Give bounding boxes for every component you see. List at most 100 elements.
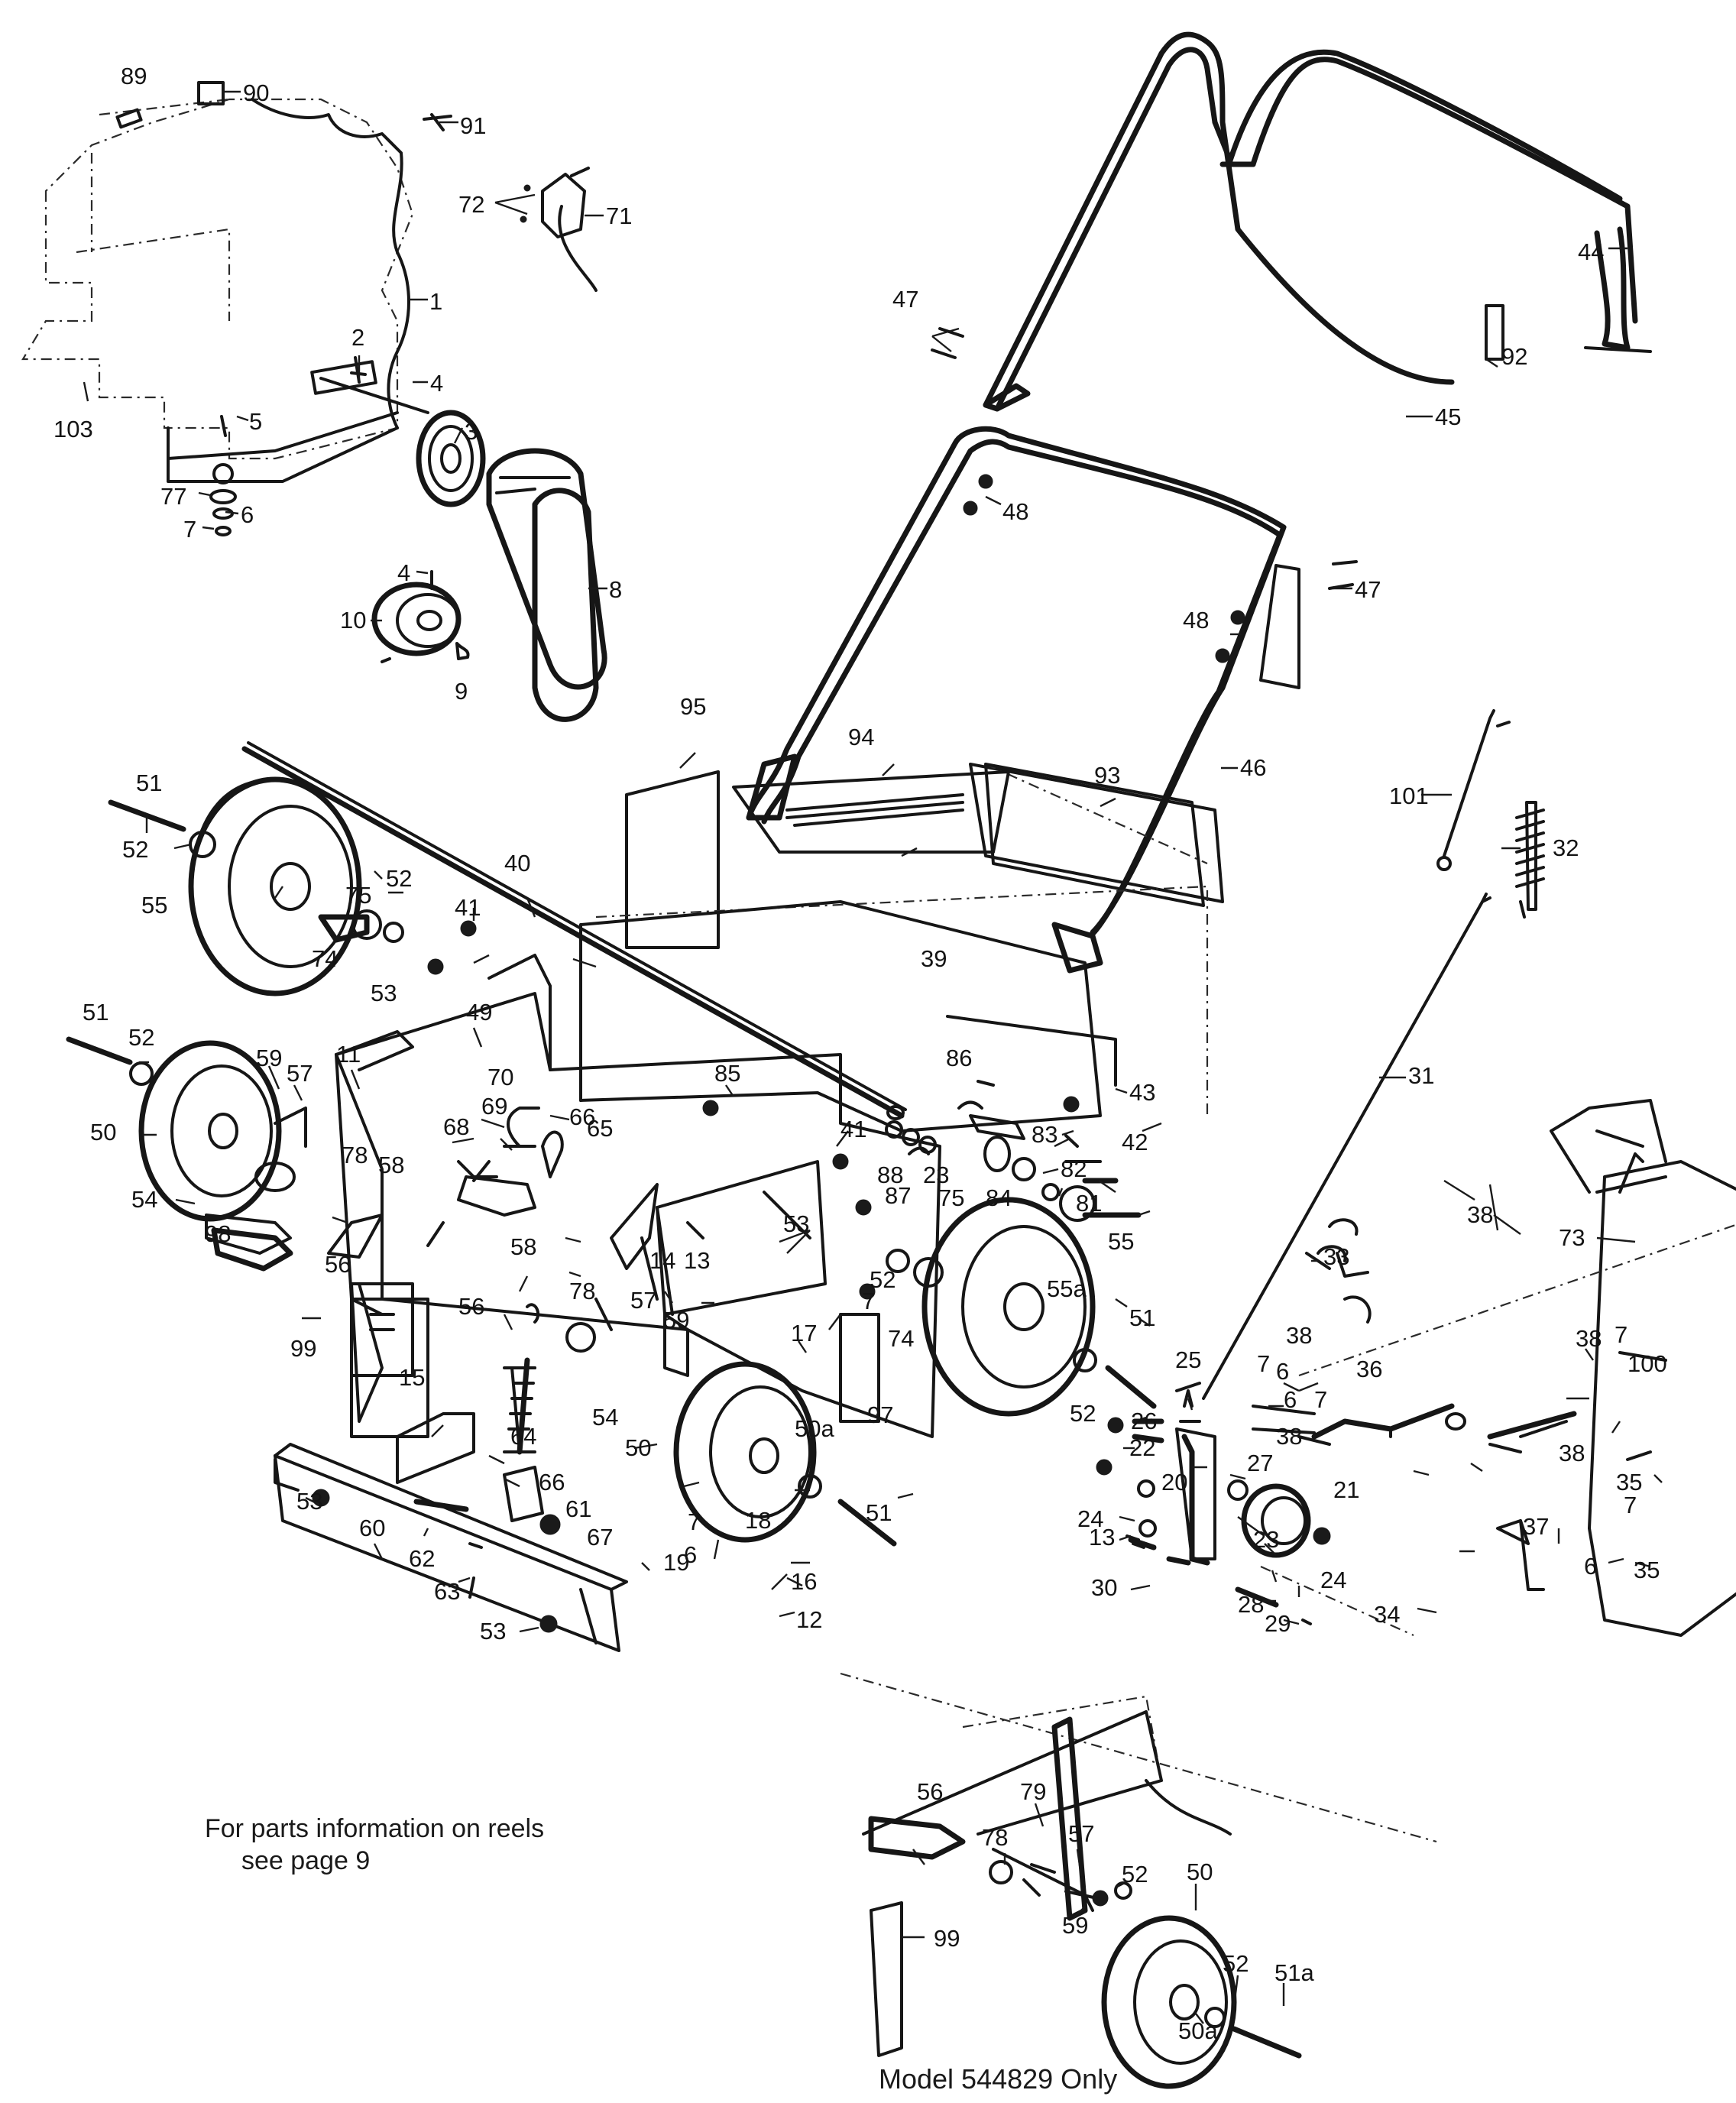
right-shroud-parts — [1252, 1099, 1736, 1637]
callout-label: 94 — [848, 724, 874, 750]
callout-label: 72 — [458, 191, 484, 218]
cable-and-spring-parts — [1202, 709, 1545, 1400]
callout-label: 52 — [1223, 1950, 1249, 1977]
callout-label: 74 — [312, 945, 338, 972]
callout-label: 14 — [649, 1247, 675, 1274]
callout-label: 86 — [946, 1045, 972, 1071]
callout-label: 2 — [351, 324, 364, 351]
callout-label: 46 — [1240, 754, 1266, 781]
callout-label: 12 — [796, 1606, 822, 1633]
callout-label: 24 — [1320, 1567, 1346, 1593]
callout-label: 43 — [1129, 1079, 1155, 1106]
callout-label: 52 — [1122, 1861, 1148, 1888]
callout-label: 7 — [183, 516, 196, 543]
callout-label: 44 — [1578, 238, 1604, 265]
callout-label: 98 — [205, 1220, 231, 1247]
reels-note-line-1: For parts information on reels — [205, 1814, 545, 1843]
callout-label: 101 — [1389, 783, 1429, 809]
deck-cover-part — [579, 763, 1224, 1133]
callout-label: 30 — [1091, 1574, 1117, 1601]
callout-label: 97 — [867, 1401, 893, 1428]
callout-label: 40 — [504, 850, 530, 877]
callout-label: 26 — [1131, 1408, 1157, 1434]
clip-parts — [1317, 1218, 1359, 1262]
reels-note-line-2: see page 9 — [241, 1846, 371, 1875]
model-detail-view — [840, 1672, 1437, 2089]
callout-label: 74 — [888, 1325, 914, 1352]
callout-label: 38 — [1559, 1440, 1585, 1466]
callout-label: 50 — [1187, 1858, 1213, 1885]
callout-label: 8 — [609, 576, 622, 603]
callout-label: 66 — [569, 1103, 595, 1130]
callout-label: 50 — [90, 1119, 116, 1145]
callout-label: 39 — [921, 945, 947, 972]
callout-label: 6 — [1276, 1358, 1289, 1385]
callout-label: 59 — [256, 1045, 282, 1071]
callout-label: 67 — [587, 1524, 613, 1551]
callout-label: 6 — [684, 1541, 697, 1568]
callout-label: 29 — [1265, 1610, 1291, 1637]
callout-label: 99 — [934, 1925, 960, 1952]
height-adjuster-parts — [413, 1160, 561, 1599]
engine-hardware-group — [115, 81, 598, 536]
callout-label: 70 — [487, 1064, 513, 1090]
callout-label: 73 — [1559, 1224, 1585, 1251]
callout-label: 77 — [160, 483, 186, 510]
callout-label: 51a — [1274, 1959, 1314, 1986]
callout-label: 75 — [345, 882, 371, 909]
callout-label: 6 — [1284, 1386, 1297, 1413]
callout-label: 90 — [243, 79, 269, 106]
callout-label: 61 — [565, 1495, 591, 1522]
callout-label: 7 — [1314, 1386, 1327, 1413]
callout-label: 93 — [1094, 762, 1120, 789]
callout-label: 55a — [1047, 1275, 1087, 1302]
callout-label: 48 — [1002, 498, 1028, 525]
callout-label: 33 — [1323, 1243, 1349, 1270]
callout-label: 38 — [1286, 1322, 1312, 1349]
callout-label: 100 — [1628, 1350, 1667, 1377]
callout-label: 53 — [480, 1618, 506, 1644]
callout-label: 7 — [688, 1508, 701, 1535]
callout-label: 36 — [1356, 1356, 1382, 1382]
callout-label: 78 — [982, 1824, 1008, 1851]
callout-label: 7 — [1624, 1492, 1637, 1518]
callout-label: 52 — [122, 836, 148, 863]
callout-label: 32 — [1553, 834, 1579, 861]
callout-label: 53 — [371, 980, 397, 1006]
callout-label: 49 — [466, 999, 492, 1026]
callout-label: 59 — [1062, 1912, 1088, 1939]
callout-label: 65 — [587, 1115, 613, 1142]
callout-label: 23 — [1253, 1526, 1279, 1553]
callout-label: 71 — [606, 203, 632, 229]
callout-label: 53 — [296, 1488, 322, 1515]
callout-label: 85 — [714, 1060, 740, 1087]
callout-label: 56 — [917, 1778, 943, 1805]
callout-label: 91 — [460, 112, 486, 139]
callout-label: 15 — [399, 1364, 425, 1391]
callout-label: 52 — [870, 1266, 896, 1293]
callout-label: 83 — [1032, 1121, 1057, 1148]
callout-label: 31 — [1408, 1062, 1434, 1089]
callout-label: 10 — [340, 607, 366, 633]
callout-label: 57 — [630, 1287, 656, 1314]
front-bar-part — [274, 1443, 628, 1652]
callout-label: 52 — [1070, 1400, 1096, 1427]
wheel-rear-right — [921, 1197, 1096, 1417]
callout-label: 92 — [1501, 343, 1527, 370]
callout-label: 51 — [136, 770, 162, 796]
callout-label: 51 — [866, 1499, 892, 1526]
callout-label: 9 — [455, 678, 468, 705]
callout-label: 4 — [430, 370, 443, 397]
callout-label: 6 — [241, 501, 254, 528]
callout-label: 19 — [663, 1549, 689, 1576]
callout-label: 56 — [325, 1251, 351, 1278]
callout-label: 78 — [342, 1142, 368, 1168]
callout-label: 84 — [986, 1184, 1012, 1211]
callout-label: 28 — [1238, 1591, 1264, 1618]
callout-label: 22 — [1129, 1434, 1155, 1461]
callout-label: 13 — [684, 1247, 710, 1274]
callout-label: 53 — [783, 1210, 809, 1237]
callout-label: 20 — [1161, 1469, 1187, 1495]
decal-parts — [211, 1227, 880, 1423]
callout-label: 21 — [1333, 1476, 1359, 1503]
